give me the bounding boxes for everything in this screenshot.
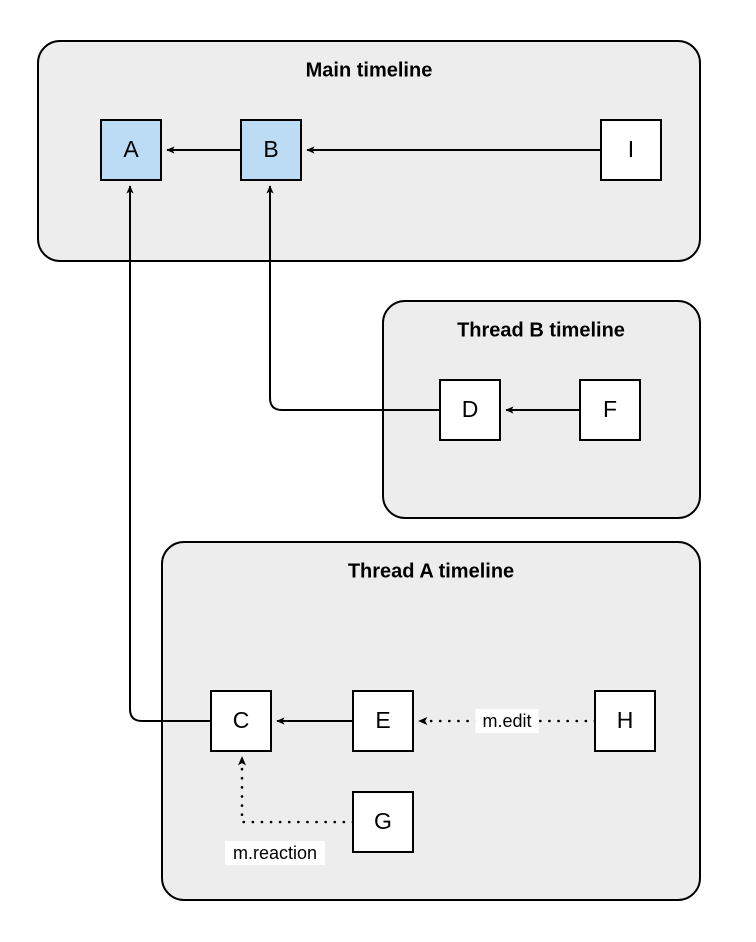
edge-label-edge-g-to-c: m.reaction <box>233 843 317 863</box>
edges-layer <box>126 146 601 824</box>
event-node-F[interactable]: F <box>579 379 641 441</box>
timeline-title-main-timeline: Main timeline <box>306 59 433 81</box>
event-label-B: B <box>263 136 278 162</box>
event-label-H: H <box>617 707 634 733</box>
edge-c-to-a <box>126 185 211 722</box>
event-box-E[interactable] <box>352 690 414 752</box>
event-label-C: C <box>233 707 250 733</box>
event-box-D[interactable] <box>439 379 501 441</box>
edge-label-backdrop-edge-h-to-e <box>475 709 539 733</box>
edge-label-group-edge-g-to-c: m.reaction <box>225 841 325 865</box>
event-box-B[interactable] <box>240 119 302 181</box>
edge-labels-layer: m.edit m.reaction <box>225 709 539 865</box>
timeline-title-thread-b-timeline: Thread B timeline <box>457 319 625 341</box>
edge-g-to-c <box>238 755 355 824</box>
event-node-E[interactable]: E <box>352 690 414 752</box>
event-node-D[interactable]: D <box>439 379 501 441</box>
event-label-E: E <box>375 707 390 733</box>
edge-label-edge-h-to-e: m.edit <box>482 711 531 731</box>
event-node-H[interactable]: H <box>594 690 656 752</box>
event-node-A[interactable]: A <box>100 119 162 181</box>
event-label-G: G <box>374 808 392 834</box>
event-node-G[interactable]: G <box>352 791 414 853</box>
timeline-title-thread-a-timeline: Thread A timeline <box>348 560 514 582</box>
event-label-A: A <box>123 136 139 162</box>
event-box-C[interactable] <box>210 690 272 752</box>
event-box-G[interactable] <box>352 791 414 853</box>
edge-label-group-edge-h-to-e: m.edit <box>475 709 539 733</box>
events-layer: A B I D F C E H G <box>100 119 662 853</box>
event-label-I: I <box>628 136 634 162</box>
edge-label-backdrop-edge-g-to-c <box>225 841 325 865</box>
event-node-B[interactable]: B <box>240 119 302 181</box>
event-box-A[interactable] <box>100 119 162 181</box>
event-box-H[interactable] <box>594 690 656 752</box>
event-box-F[interactable] <box>579 379 641 441</box>
event-box-I[interactable] <box>600 119 662 181</box>
event-node-C[interactable]: C <box>210 690 272 752</box>
event-label-D: D <box>462 396 479 422</box>
edge-d-to-b <box>266 185 440 411</box>
event-node-I[interactable]: I <box>600 119 662 181</box>
event-label-F: F <box>603 396 617 422</box>
